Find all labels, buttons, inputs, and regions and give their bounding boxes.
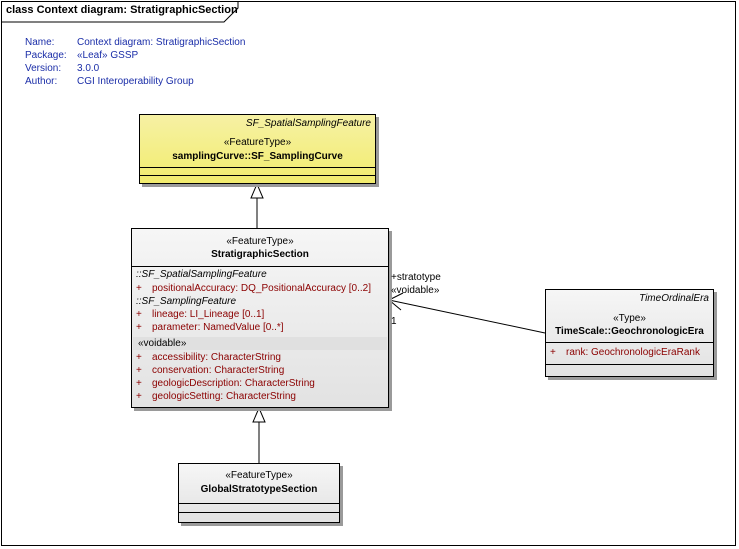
attribute-text: geologicDescription: CharacterString <box>152 378 315 389</box>
association-role-stereotype: «voidable» <box>391 285 440 296</box>
attribute-text: accessibility: CharacterString <box>152 352 281 363</box>
class-geochronologic-era[interactable]: TimeOrdinalEra «Type» TimeScale::Geochro… <box>545 289 714 377</box>
class-stereotype: «FeatureType» <box>225 470 293 481</box>
voidable-label: «voidable» <box>138 338 187 349</box>
meta-value: 3.0.0 <box>77 63 100 74</box>
class-compartment-divider <box>179 512 339 513</box>
association-line <box>388 299 546 334</box>
visibility-marker: + <box>136 283 142 294</box>
visibility-marker: + <box>550 347 556 358</box>
class-parent-label: TimeOrdinalEra <box>639 293 709 304</box>
title-tab <box>1 1 239 23</box>
meta-key: Author: <box>25 76 58 87</box>
class-global-stratotype-section[interactable]: «FeatureType» GlobalStratotypeSection <box>178 463 340 523</box>
attribute-text: rank: GeochronologicEraRank <box>566 347 700 358</box>
voidable-section-header <box>133 337 387 350</box>
meta-key: Name: <box>25 37 55 48</box>
visibility-marker: + <box>136 352 142 363</box>
class-name: StratigraphicSection <box>211 249 309 260</box>
class-compartment-divider <box>132 266 388 267</box>
meta-key: Version: <box>25 63 62 74</box>
visibility-marker: + <box>136 309 142 320</box>
class-parent-label: SF_SpatialSamplingFeature <box>245 118 371 129</box>
visibility-marker: + <box>136 378 142 389</box>
attribute-text: lineage: LI_Lineage [0..1] <box>152 309 265 320</box>
class-compartment-divider <box>179 503 339 504</box>
class-compartment-divider <box>546 364 713 365</box>
attribute-text: parameter: NamedValue [0..*] <box>152 322 284 333</box>
meta-value: Context diagram: StratigraphicSection <box>77 37 246 48</box>
attribute-text: conservation: CharacterString <box>152 365 285 376</box>
meta-value: CGI Interoperability Group <box>77 76 194 87</box>
class-stratigraphic-section[interactable]: «FeatureType» StratigraphicSection ::SF_… <box>131 228 389 408</box>
class-compartment-divider <box>140 175 375 176</box>
class-stereotype: «Type» <box>613 313 646 324</box>
attribute-group-label: ::SF_SpatialSamplingFeature <box>136 269 267 280</box>
class-compartment-divider <box>140 167 375 168</box>
visibility-marker: + <box>136 391 142 402</box>
meta-key: Package: <box>25 50 67 61</box>
attribute-text: positionalAccuracy: DQ_PositionalAccurac… <box>152 283 371 294</box>
class-sampling-curve[interactable]: SF_SpatialSamplingFeature «FeatureType» … <box>139 114 376 184</box>
class-compartment-divider <box>546 342 713 343</box>
class-stereotype: «FeatureType» <box>223 137 292 148</box>
association-role-label: +stratotype <box>391 272 441 283</box>
class-name: TimeScale::GeochronologicEra <box>555 326 704 337</box>
visibility-marker: + <box>136 322 142 333</box>
diagram-title: class Context diagram: StratigraphicSect… <box>6 4 238 16</box>
attribute-text: geologicSetting: CharacterString <box>152 391 296 402</box>
class-name: GlobalStratotypeSection <box>200 484 318 495</box>
visibility-marker: + <box>136 365 142 376</box>
class-name: samplingCurve::SF_SamplingCurve <box>172 151 343 162</box>
association-multiplicity: 1 <box>391 316 397 327</box>
class-stereotype: «FeatureType» <box>226 236 294 247</box>
generalization-arrowhead-icon <box>250 182 264 199</box>
association-arrowhead-icon <box>388 292 404 311</box>
generalization-arrowhead-icon <box>252 406 266 423</box>
attribute-group-label: ::SF_SamplingFeature <box>136 296 237 307</box>
meta-value: «Leaf» GSSP <box>77 50 139 61</box>
